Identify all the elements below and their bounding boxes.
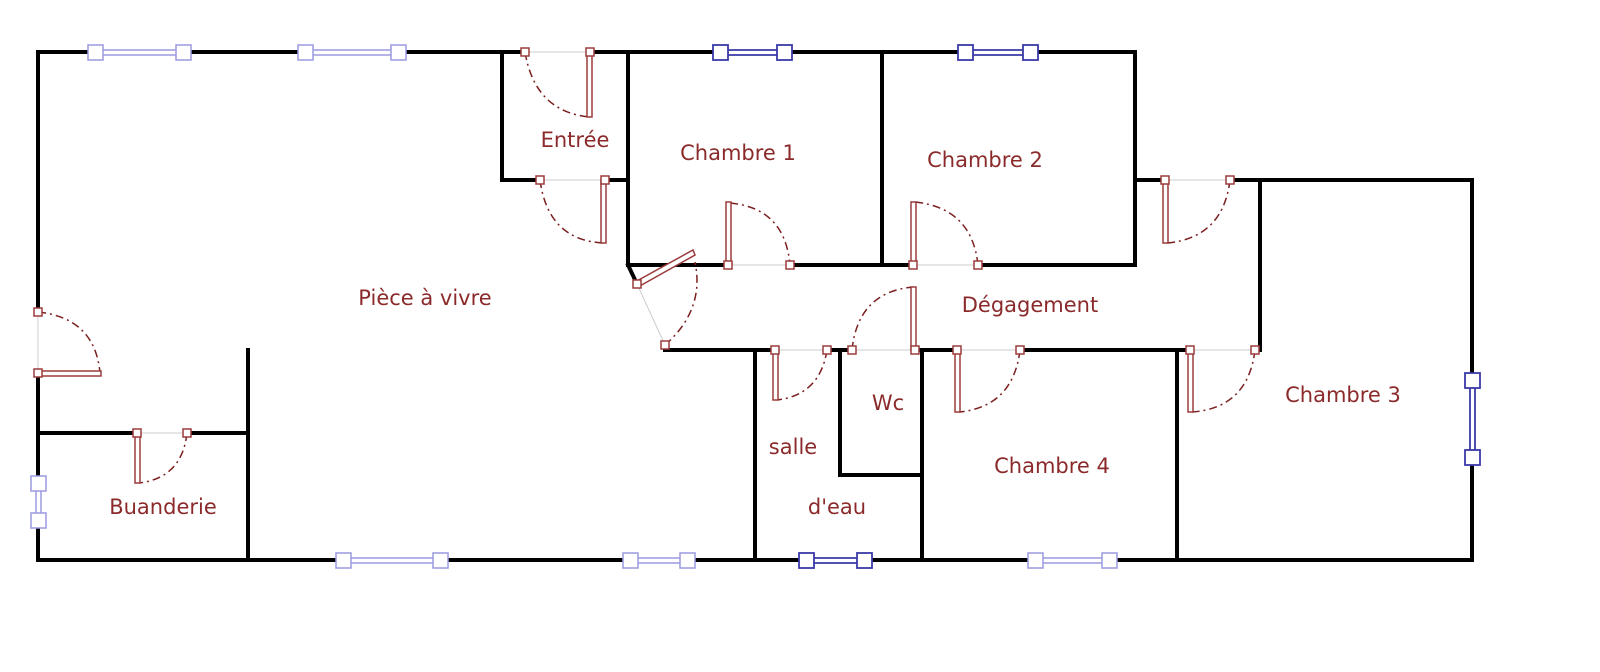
label-piece-a-vivre: Pièce à vivre [358, 286, 491, 310]
window-living-bottom-2 [622, 552, 696, 569]
door-chambre2-side [1160, 175, 1235, 244]
door-chambre1 [723, 201, 795, 270]
door-degagement [632, 248, 698, 350]
window-chambre4 [1027, 552, 1118, 569]
label-chambre3: Chambre 3 [1285, 383, 1401, 407]
label-chambre2: Chambre 2 [927, 148, 1043, 172]
window-buanderie [30, 475, 47, 529]
walls [36, 50, 1474, 562]
label-deau: d'eau [808, 495, 866, 519]
door-entree-living [535, 175, 610, 244]
window-salle-deau [798, 552, 873, 569]
room-labels: Entrée Chambre 1 Chambre 2 Pièce à vivre… [109, 128, 1401, 519]
door-wc [847, 286, 920, 355]
door-living-side [33, 307, 102, 378]
label-wc: Wc [872, 391, 904, 415]
door-chambre2 [908, 201, 983, 270]
doors [33, 47, 1260, 484]
window-chambre2 [957, 44, 1039, 61]
window-living-top-1 [87, 44, 192, 61]
door-chambre3 [1185, 345, 1260, 413]
label-degagement: Dégagement [962, 293, 1098, 317]
window-chambre3 [1464, 372, 1481, 466]
door-entree-front [520, 47, 595, 118]
door-chambre4 [952, 345, 1025, 413]
label-chambre1: Chambre 1 [680, 141, 796, 165]
windows [30, 44, 1481, 569]
window-living-top-2 [297, 44, 407, 61]
door-buanderie [132, 428, 192, 484]
window-chambre1 [712, 44, 793, 61]
label-buanderie: Buanderie [109, 495, 217, 519]
label-entree: Entrée [541, 128, 610, 152]
door-salle-deau [770, 345, 832, 401]
window-living-bottom-1 [335, 552, 449, 569]
label-salle: salle [769, 435, 817, 459]
label-chambre4: Chambre 4 [994, 454, 1110, 478]
